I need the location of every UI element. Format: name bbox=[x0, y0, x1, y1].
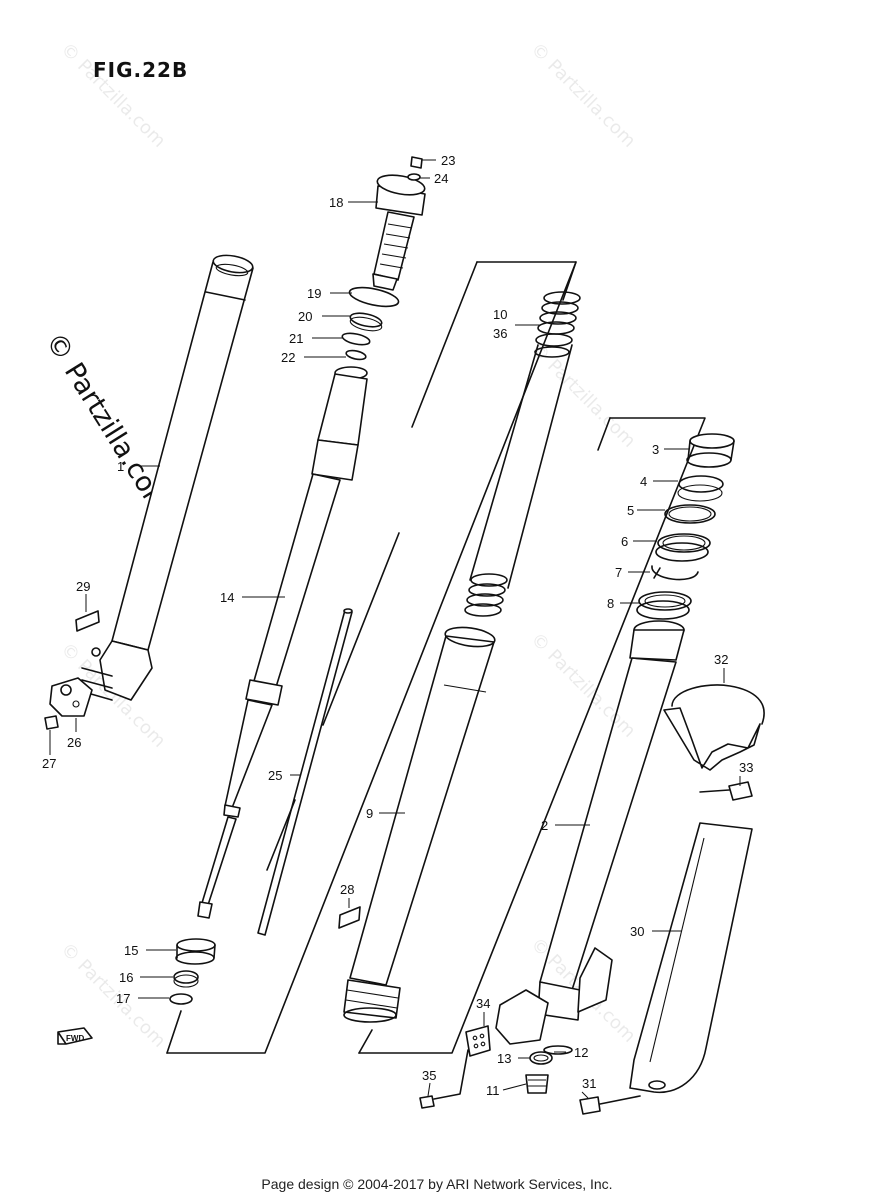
watermark-group: © Partzilla.com © Partzilla.com © Partzi… bbox=[39, 39, 639, 1052]
part-27-nut bbox=[44, 715, 59, 730]
callout-18[interactable]: 18 bbox=[329, 195, 343, 210]
assembly-frame-left bbox=[166, 261, 577, 1054]
part-4-ring bbox=[677, 475, 724, 502]
part-8-dust-seal bbox=[636, 591, 692, 620]
callout-27[interactable]: 27 bbox=[42, 756, 56, 771]
callout-19[interactable]: 19 bbox=[307, 286, 321, 301]
callout-15[interactable]: 15 bbox=[124, 943, 138, 958]
part-10-spring bbox=[464, 291, 581, 617]
callout-17[interactable]: 17 bbox=[116, 991, 130, 1006]
part-23-screw bbox=[410, 156, 423, 169]
part-20-ring bbox=[349, 312, 383, 332]
part-31-bolt bbox=[579, 1095, 641, 1115]
callout-5[interactable]: 5 bbox=[627, 503, 634, 518]
part-22-ring bbox=[345, 349, 367, 361]
part-1-outer-tube bbox=[81, 254, 254, 701]
part-36-spacer bbox=[534, 346, 570, 358]
leader-lines bbox=[49, 159, 741, 1099]
callout-28[interactable]: 28 bbox=[340, 882, 354, 897]
callout-23[interactable]: 23 bbox=[441, 153, 455, 168]
callout-1[interactable]: 1 bbox=[117, 459, 124, 474]
callout-20[interactable]: 20 bbox=[298, 309, 312, 324]
callout-29[interactable]: 29 bbox=[76, 579, 90, 594]
part-14-cartridge bbox=[197, 366, 368, 919]
callout-25[interactable]: 25 bbox=[268, 768, 282, 783]
fwd-arrow-icon: FWD bbox=[57, 1027, 93, 1045]
callout-36[interactable]: 36 bbox=[493, 326, 507, 341]
part-28-label bbox=[338, 906, 361, 929]
part-5-washer bbox=[664, 504, 716, 524]
part-9-inner-tube bbox=[343, 626, 496, 1023]
part-17-ring bbox=[169, 993, 193, 1005]
callout-26[interactable]: 26 bbox=[67, 735, 81, 750]
part-34-plate bbox=[465, 1025, 491, 1057]
callout-35[interactable]: 35 bbox=[422, 1068, 436, 1083]
callout-14[interactable]: 14 bbox=[220, 590, 234, 605]
callout-10[interactable]: 10 bbox=[493, 307, 507, 322]
callout-32[interactable]: 32 bbox=[714, 652, 728, 667]
part-12-washer bbox=[543, 1045, 573, 1055]
part-26-holder bbox=[49, 677, 93, 717]
callout-16[interactable]: 16 bbox=[119, 970, 133, 985]
callout-21[interactable]: 21 bbox=[289, 331, 303, 346]
callout-31[interactable]: 31 bbox=[582, 1076, 596, 1091]
part-15-bushing bbox=[175, 938, 216, 965]
watermark: © Partzilla.com bbox=[526, 39, 639, 152]
part-18-cap-bolt bbox=[372, 174, 426, 291]
part-6-oil-seal bbox=[655, 533, 711, 562]
callout-8[interactable]: 8 bbox=[607, 596, 614, 611]
callout-3[interactable]: 3 bbox=[652, 442, 659, 457]
callout-12[interactable]: 12 bbox=[574, 1045, 588, 1060]
watermark: © Partzilla.com bbox=[56, 39, 169, 152]
part-24-washer bbox=[407, 173, 421, 181]
part-25-rod bbox=[257, 608, 353, 936]
callout-24[interactable]: 24 bbox=[434, 171, 448, 186]
callout-22[interactable]: 22 bbox=[281, 350, 295, 365]
callout-33[interactable]: 33 bbox=[739, 760, 753, 775]
callout-30[interactable]: 30 bbox=[630, 924, 644, 939]
fwd-label: FWD bbox=[66, 1034, 84, 1043]
part-11-plug bbox=[525, 1074, 549, 1094]
callout-34[interactable]: 34 bbox=[476, 996, 490, 1011]
figure-title: FIG.22B bbox=[93, 58, 189, 82]
callout-2[interactable]: 2 bbox=[541, 818, 548, 833]
callout-7[interactable]: 7 bbox=[615, 565, 622, 580]
callout-4[interactable]: 4 bbox=[640, 474, 647, 489]
callout-labels: 1 2 3 4 5 6 7 8 9 10 11 12 13 14 15 16 1… bbox=[42, 153, 753, 1098]
callout-13[interactable]: 13 bbox=[497, 1051, 511, 1066]
part-32-clamp bbox=[663, 684, 765, 771]
callout-9[interactable]: 9 bbox=[366, 806, 373, 821]
part-2-inner-tube bbox=[495, 620, 685, 1045]
callout-11[interactable]: 11 bbox=[486, 1083, 500, 1098]
part-19-ring bbox=[348, 286, 400, 308]
part-29-label bbox=[75, 610, 100, 632]
callout-6[interactable]: 6 bbox=[621, 534, 628, 549]
part-30-guard bbox=[629, 822, 753, 1094]
part-13-washer bbox=[529, 1051, 553, 1065]
assembly-frame-middle bbox=[358, 417, 706, 1054]
part-16-ring bbox=[173, 970, 199, 988]
page-footer: Page design © 2004-2017 by ARI Network S… bbox=[261, 1176, 613, 1192]
part-35-screw bbox=[419, 1049, 469, 1109]
part-21-ring bbox=[341, 332, 371, 346]
part-3-bushing bbox=[686, 433, 735, 468]
part-7-clip bbox=[651, 565, 699, 581]
part-33-bolt bbox=[699, 781, 753, 801]
